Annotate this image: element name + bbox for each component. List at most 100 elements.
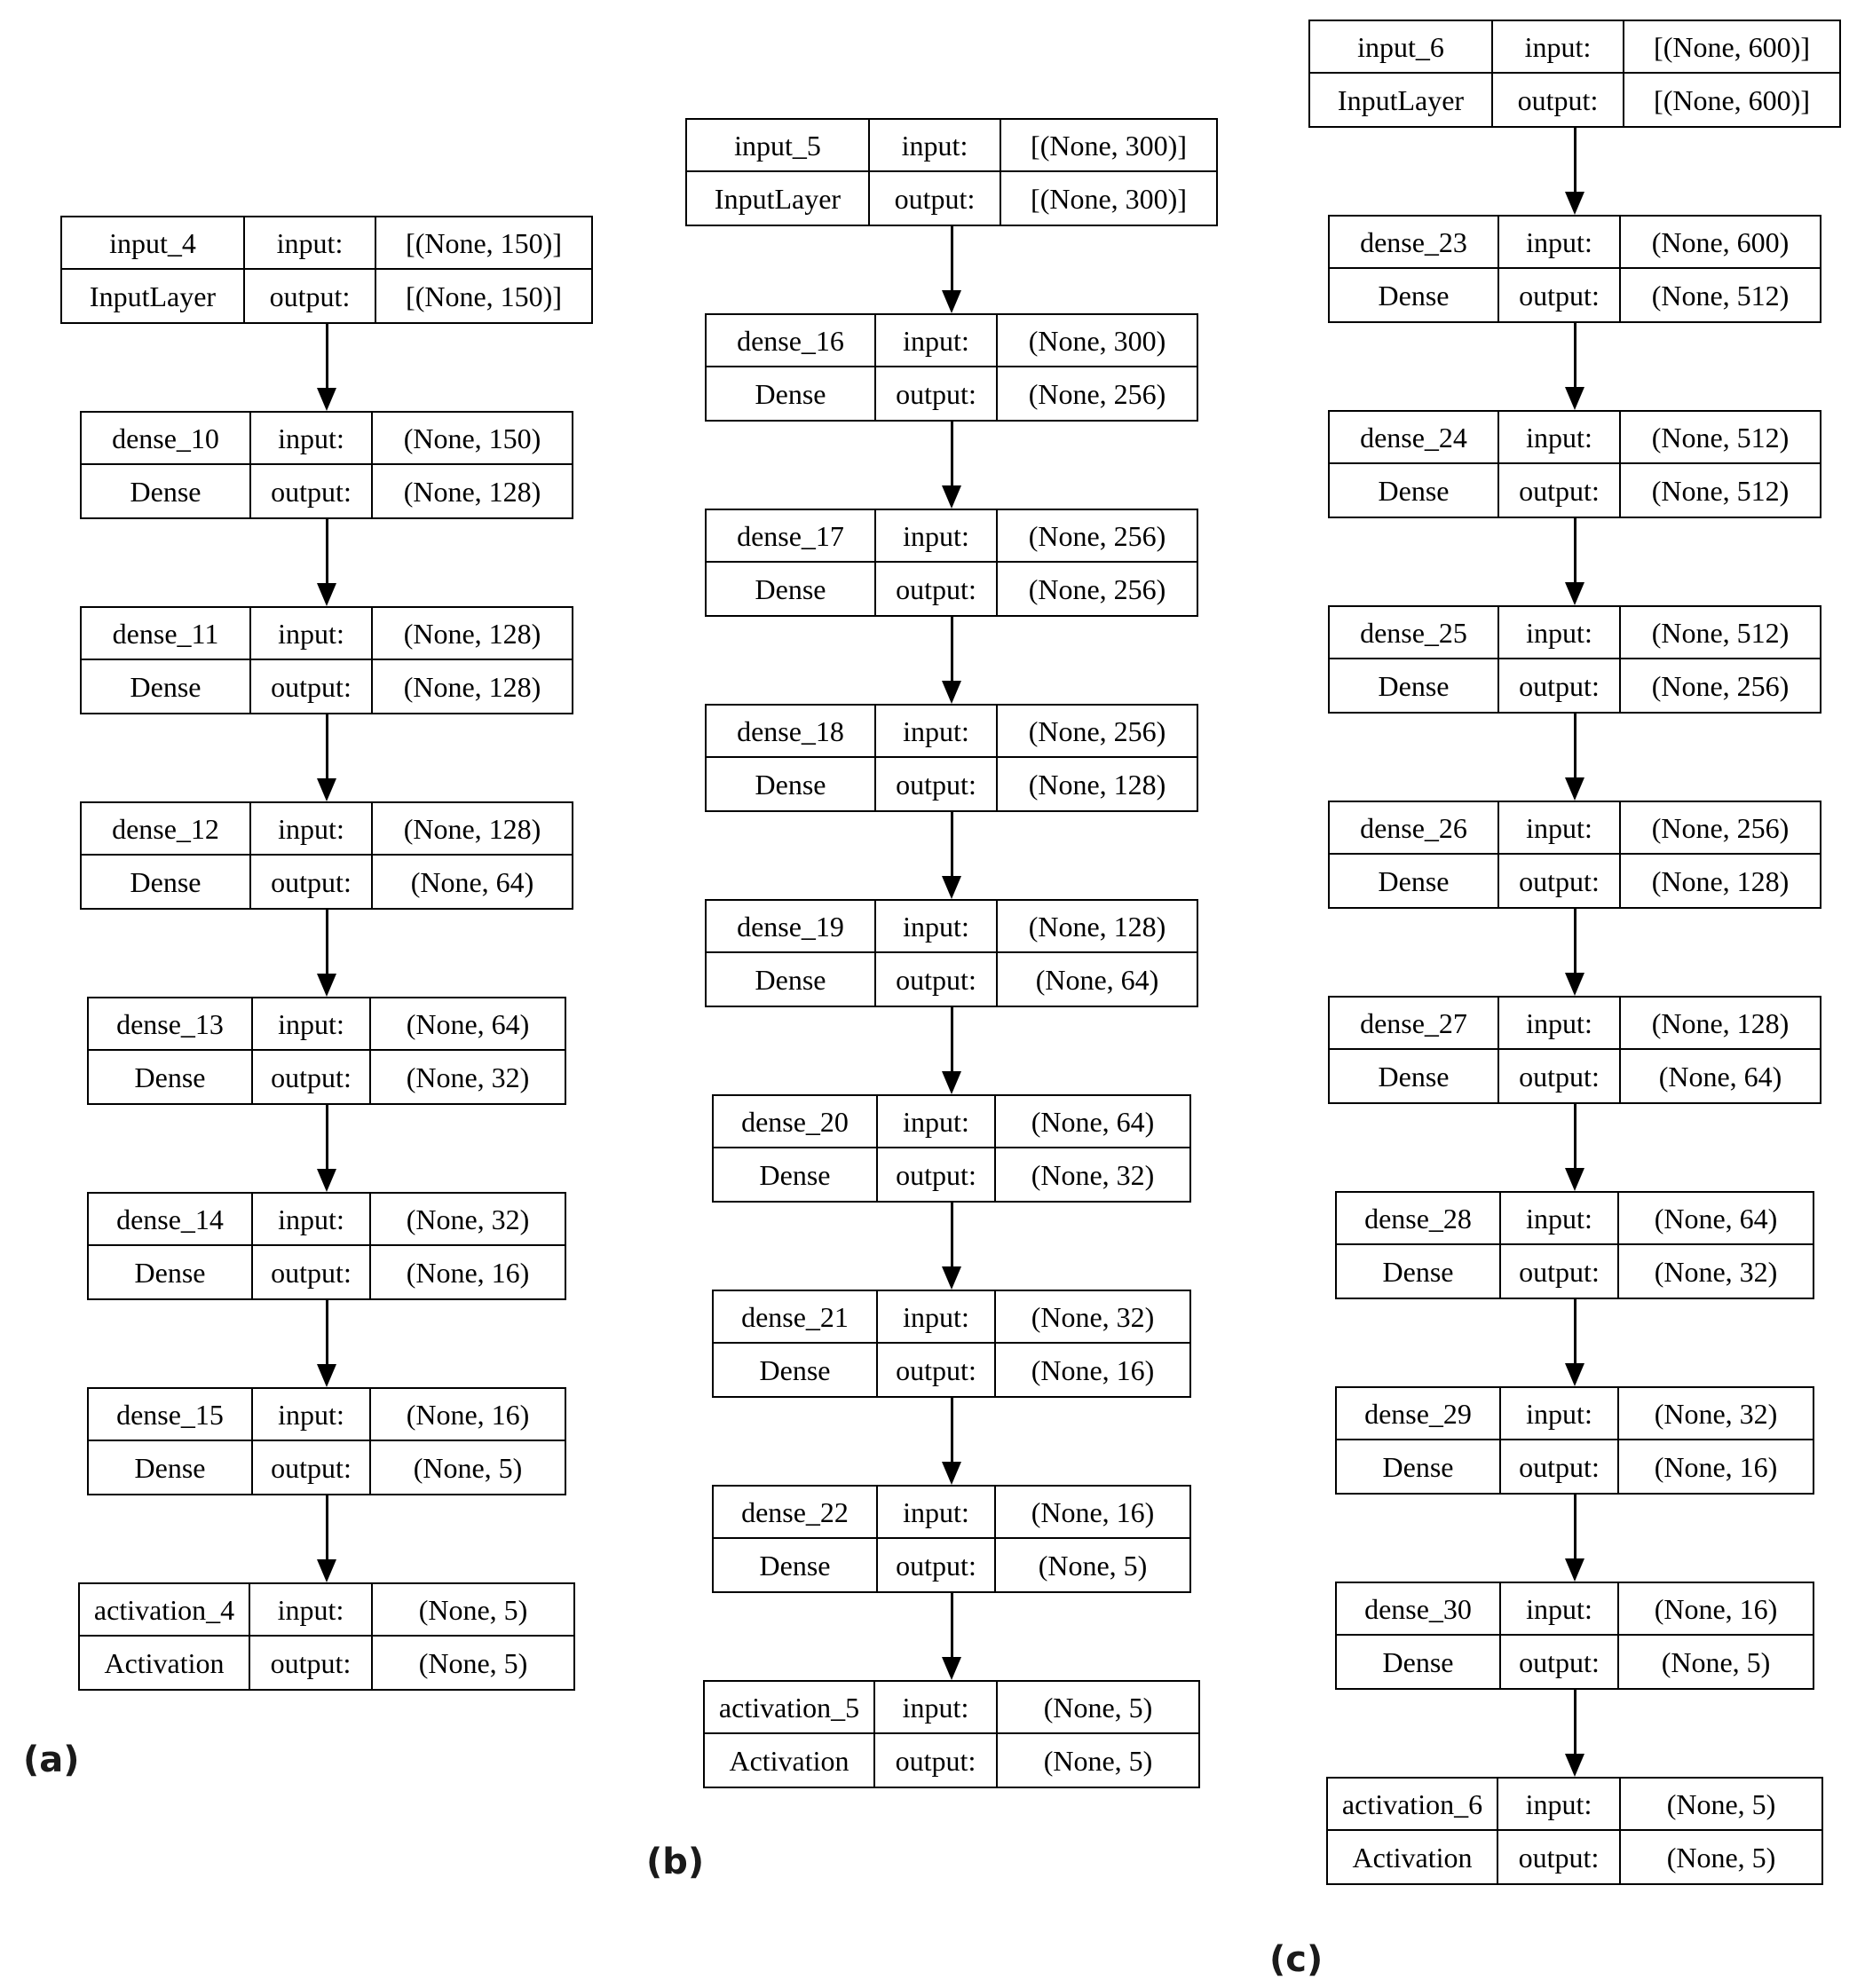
output-label: output: <box>253 1051 371 1103</box>
input-label: input: <box>253 998 371 1051</box>
input-shape: (None, 16) <box>996 1487 1189 1539</box>
output-label: output: <box>1499 269 1621 321</box>
output-label: output: <box>251 856 373 908</box>
input-shape: (None, 512) <box>1621 607 1820 659</box>
layer-name: activation_4 <box>80 1584 250 1637</box>
input-label: input: <box>870 120 1001 172</box>
input-shape: (None, 128) <box>1621 998 1820 1050</box>
input-label: input: <box>875 1682 998 1734</box>
layer-type: Dense <box>1337 1440 1501 1493</box>
panel-label: (c) <box>1269 1939 1324 1980</box>
input-label: input: <box>876 706 998 758</box>
output-label: output: <box>1499 855 1621 907</box>
output-label: output: <box>251 660 373 713</box>
input-shape: (None, 256) <box>998 510 1197 563</box>
arrow-head <box>317 388 336 411</box>
arrow-head <box>1565 192 1584 215</box>
output-shape: (None, 32) <box>1031 1158 1155 1191</box>
layer-type: Dense <box>1330 1050 1499 1102</box>
output-shape: (None, 128) <box>403 475 541 508</box>
layer-name: dense_23 <box>1330 217 1499 269</box>
input-label: input: <box>1499 412 1621 464</box>
input-label: input: <box>1501 1388 1619 1440</box>
output-label: output: <box>878 1344 996 1396</box>
layer-type: Dense <box>714 1344 878 1396</box>
layer-type: Dense <box>1337 1636 1501 1688</box>
output-shape: (None, 512) <box>1651 474 1790 507</box>
output-shape: (None, 256) <box>1028 572 1166 605</box>
arrow-head <box>942 876 961 899</box>
input-label: input: <box>1499 607 1621 659</box>
layer-type: Dense <box>1330 855 1499 907</box>
arrow-shaft <box>1574 1104 1576 1173</box>
layer-type: Dense <box>89 1246 253 1298</box>
panel-label: (b) <box>646 1842 705 1882</box>
input-shape: (None, 128) <box>373 608 572 660</box>
output-label: output: <box>876 953 998 1006</box>
input-label: input: <box>1499 998 1621 1050</box>
layer-name: dense_27 <box>1330 998 1499 1050</box>
input-label: input: <box>878 1291 996 1344</box>
input-label: input: <box>1493 21 1624 74</box>
output-shape: (None, 5) <box>1661 1645 1771 1678</box>
arrow-head <box>317 1364 336 1387</box>
layer-type: Dense <box>707 758 876 810</box>
input-label: input: <box>1499 217 1621 269</box>
arrow-head <box>1565 582 1584 605</box>
output-shape: (None, 128) <box>1028 768 1166 801</box>
layer-name: dense_24 <box>1330 412 1499 464</box>
arrow-shaft <box>1574 714 1576 783</box>
input-label: input: <box>878 1096 996 1148</box>
input-shape: (None, 64) <box>1619 1193 1813 1245</box>
arrow-shaft <box>326 1105 328 1174</box>
input-label: input: <box>253 1194 371 1246</box>
layer-name: dense_26 <box>1330 802 1499 855</box>
arrow-head <box>1565 1558 1584 1582</box>
layer-type: Activation <box>80 1637 250 1689</box>
layer-name: dense_11 <box>82 608 251 660</box>
layer-name: input_4 <box>62 217 245 270</box>
arrow-shaft <box>1574 1690 1576 1759</box>
layer-name: activation_6 <box>1328 1779 1498 1831</box>
layer-name: activation_5 <box>705 1682 875 1734</box>
layer-type: Activation <box>1328 1831 1498 1883</box>
arrow-head <box>317 1559 336 1582</box>
layer-type: Dense <box>707 367 876 420</box>
input-shape: [(None, 150)] <box>376 217 591 270</box>
layer-type: InputLayer <box>687 172 870 225</box>
output-label: output: <box>876 367 998 420</box>
layer-name: dense_17 <box>707 510 876 563</box>
output-shape: (None, 64) <box>1658 1060 1782 1093</box>
arrow-shaft <box>951 1203 953 1272</box>
input-label: input: <box>876 315 998 367</box>
input-shape: (None, 150) <box>373 413 572 465</box>
output-shape: [(None, 150)] <box>406 280 562 312</box>
arrow-head <box>317 974 336 997</box>
output-shape: (None, 5) <box>1666 1841 1776 1874</box>
input-label: input: <box>251 413 373 465</box>
arrow-shaft <box>326 1300 328 1369</box>
layer-name: dense_13 <box>89 998 253 1051</box>
output-label: output: <box>1493 74 1624 126</box>
arrow-shaft <box>951 1593 953 1662</box>
input-shape: (None, 32) <box>996 1291 1189 1344</box>
arrow-head <box>1565 777 1584 801</box>
output-shape: (None, 128) <box>1651 864 1790 897</box>
layer-type: InputLayer <box>62 270 245 322</box>
layer-type: Dense <box>89 1051 253 1103</box>
layer-name: dense_18 <box>707 706 876 758</box>
output-shape: (None, 5) <box>413 1451 523 1484</box>
